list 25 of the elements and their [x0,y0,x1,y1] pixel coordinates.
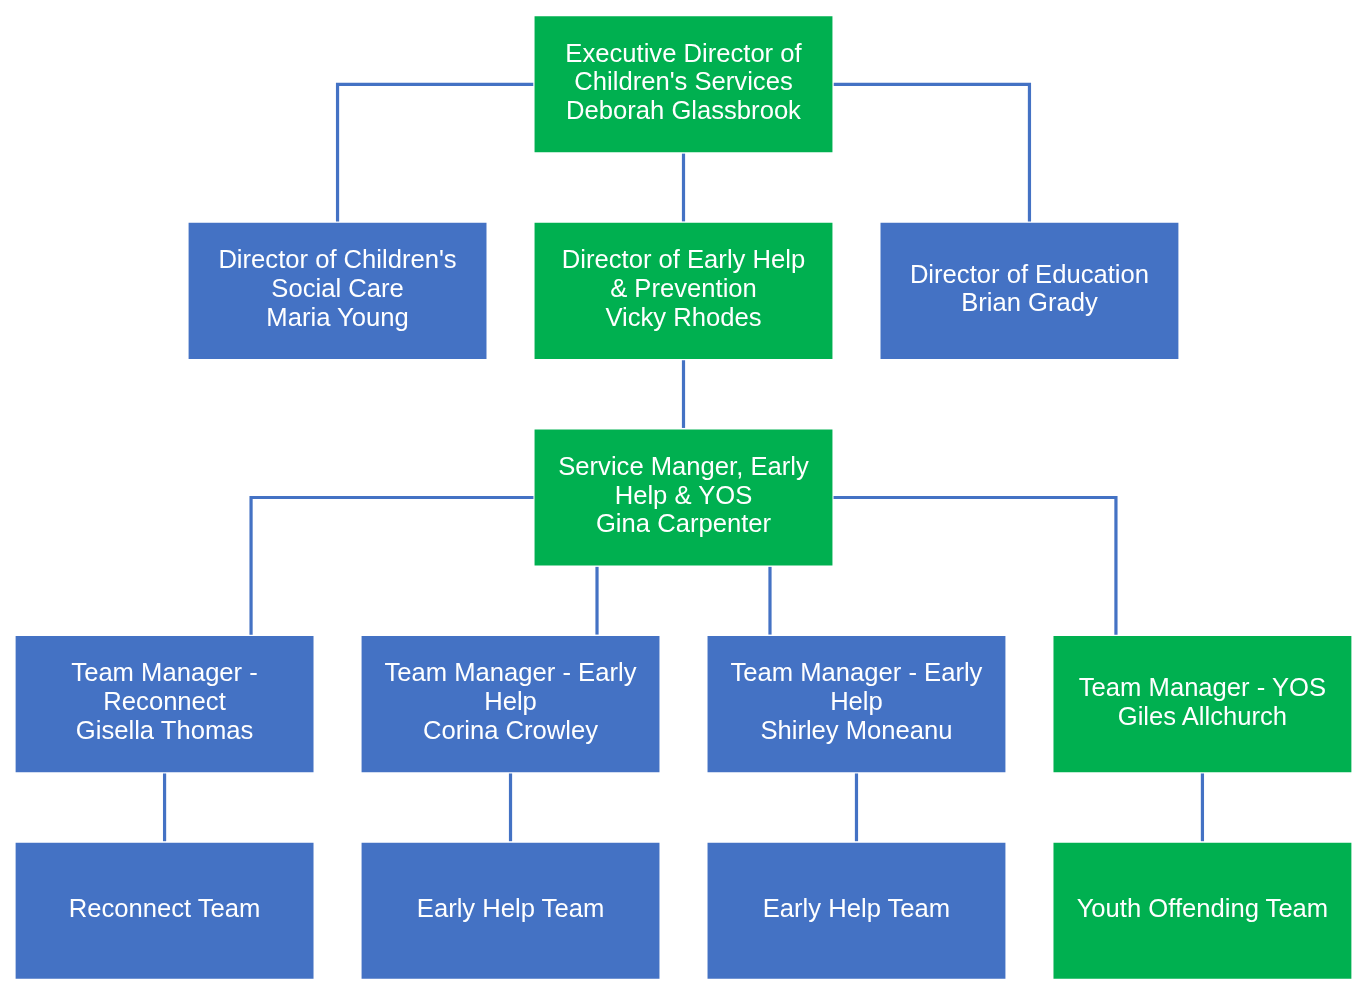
connector [595,566,599,635]
node-box: Team Manager - Reconnect Gisella Thomas [14,634,316,774]
node-box: Reconnect Team [14,841,316,981]
connector [681,153,686,222]
node-box: Team Manager - YOS Giles Allchurch [1051,634,1353,774]
connector [335,82,534,222]
node-box: Early Help Team [705,841,1008,981]
node-box: Team Manager - Early Help Corina Crowley [359,634,662,774]
node-box: Early Help Team [359,841,662,981]
node-box: Director of Early Help & Prevention Vicky Rhodes [532,221,835,361]
node-box: Team Manager - Early Help Shirley Moneanu [705,634,1008,774]
connector [833,82,1032,222]
node-box: Service Manger, Early Help & YOS Gina Carpenter [532,427,835,568]
connector [249,495,534,635]
node-box: Youth Offending Team [1051,841,1353,981]
connector [508,773,513,842]
connector [1200,773,1205,842]
connector [854,773,859,842]
connector [833,495,1118,635]
connector [162,773,167,842]
node-box: Director of Children's Social Care Maria Young [187,221,489,361]
node-box: Director of Education Brian Grady [878,221,1180,361]
connector [768,566,772,635]
connector [681,360,686,428]
node-box: Executive Director of Children's Services Deborah Glassbrook [532,14,835,154]
